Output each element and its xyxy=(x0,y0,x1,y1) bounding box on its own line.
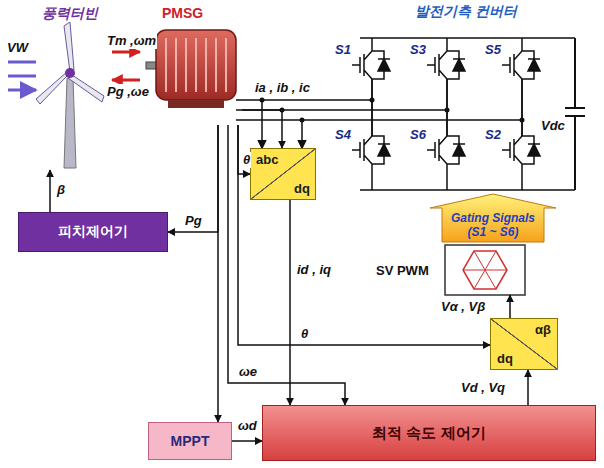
node-text: MPPT xyxy=(171,433,210,449)
node-text: αβ xyxy=(535,322,551,337)
signal-connector xyxy=(112,51,140,54)
transform-box: abc dq xyxy=(250,148,316,200)
converter-schematic xyxy=(352,38,585,190)
signal-label: β xyxy=(56,182,66,198)
switch-label: S4 xyxy=(334,127,352,143)
switch-label: S6 xyxy=(409,127,427,143)
signal-label: ia , ib , ic xyxy=(254,80,311,96)
signal-label: VW xyxy=(6,40,29,56)
controller-box: 최적 속도 제어기 xyxy=(262,405,596,461)
switch-label: S3 xyxy=(409,42,427,58)
generator-node: PMSG xyxy=(140,2,242,125)
mppt-box: MPPT xyxy=(148,422,232,460)
signal-label: Pg xyxy=(184,213,203,229)
diode-symbol xyxy=(528,144,540,156)
turbine-node: 풍력터빈 xyxy=(28,2,112,170)
node-text: dq xyxy=(294,181,310,196)
switch-label: S5 xyxy=(484,42,502,58)
signal-connector xyxy=(509,295,511,318)
pwm-box: SV PWM xyxy=(372,245,525,295)
signal-connector xyxy=(527,370,529,405)
phase-dots xyxy=(260,98,525,123)
node-text: 피치제어기 xyxy=(58,223,128,241)
signal-label: Tm ,ωm xyxy=(106,33,157,49)
signal-label: ωe xyxy=(238,364,258,380)
node-text: 최적 속도 제어기 xyxy=(372,424,485,443)
signal-connector xyxy=(232,440,262,442)
signal-label: id , iq xyxy=(296,262,332,278)
signal-connector xyxy=(242,110,282,148)
switch-label: S1 xyxy=(334,42,352,58)
generator xyxy=(146,30,236,108)
node-text: 풍력터빈 xyxy=(28,2,112,23)
signal-connector xyxy=(238,125,490,345)
signal-connector xyxy=(168,125,218,232)
diode-symbol xyxy=(453,59,465,71)
signal-label: ωd xyxy=(237,418,258,434)
igbt-switch xyxy=(502,79,540,190)
igbt-switch xyxy=(352,38,390,136)
node-text: abc xyxy=(256,152,278,167)
signal-connector xyxy=(112,79,140,82)
diode-symbol xyxy=(378,144,390,156)
converter-node: 발전기측 컨버터 xyxy=(335,0,597,196)
node-text: SV PWM xyxy=(376,263,429,278)
signal-connector xyxy=(217,125,219,422)
signal-connector xyxy=(289,200,291,405)
signal-label: θ xyxy=(242,152,251,168)
phase-wires xyxy=(236,100,522,148)
igbt-switch xyxy=(352,79,390,190)
svpwm-symbol xyxy=(445,245,525,295)
switch-label: S2 xyxy=(484,127,502,143)
transform-box: αβ dq xyxy=(490,318,558,370)
signal-label: Vd , Vq xyxy=(460,380,506,396)
diode-symbol xyxy=(528,59,540,71)
signal-label: Vα , Vβ xyxy=(440,299,486,315)
signal-connector xyxy=(228,125,345,405)
diode-symbol xyxy=(453,144,465,156)
signal-label: Vdc xyxy=(540,118,566,134)
node-text: 발전기측 컨버터 xyxy=(335,0,597,21)
signal-label: Pg ,ωe xyxy=(106,84,150,100)
gating-arrow xyxy=(430,194,556,242)
node-text: dq xyxy=(497,351,513,366)
node-text: Gating Signals (S1 ~ S6) xyxy=(442,211,544,239)
signal-connector xyxy=(49,170,51,212)
igbt-switch xyxy=(427,38,465,136)
node-text: PMSG xyxy=(140,2,242,21)
igbt-switch xyxy=(502,38,540,136)
gating-arrow-box: Gating Signals (S1 ~ S6) xyxy=(430,194,556,242)
signal-label: θ xyxy=(300,326,309,342)
controller-box: 피치제어기 xyxy=(18,212,168,252)
diode-symbol xyxy=(378,59,390,71)
igbt-switch xyxy=(427,79,465,190)
